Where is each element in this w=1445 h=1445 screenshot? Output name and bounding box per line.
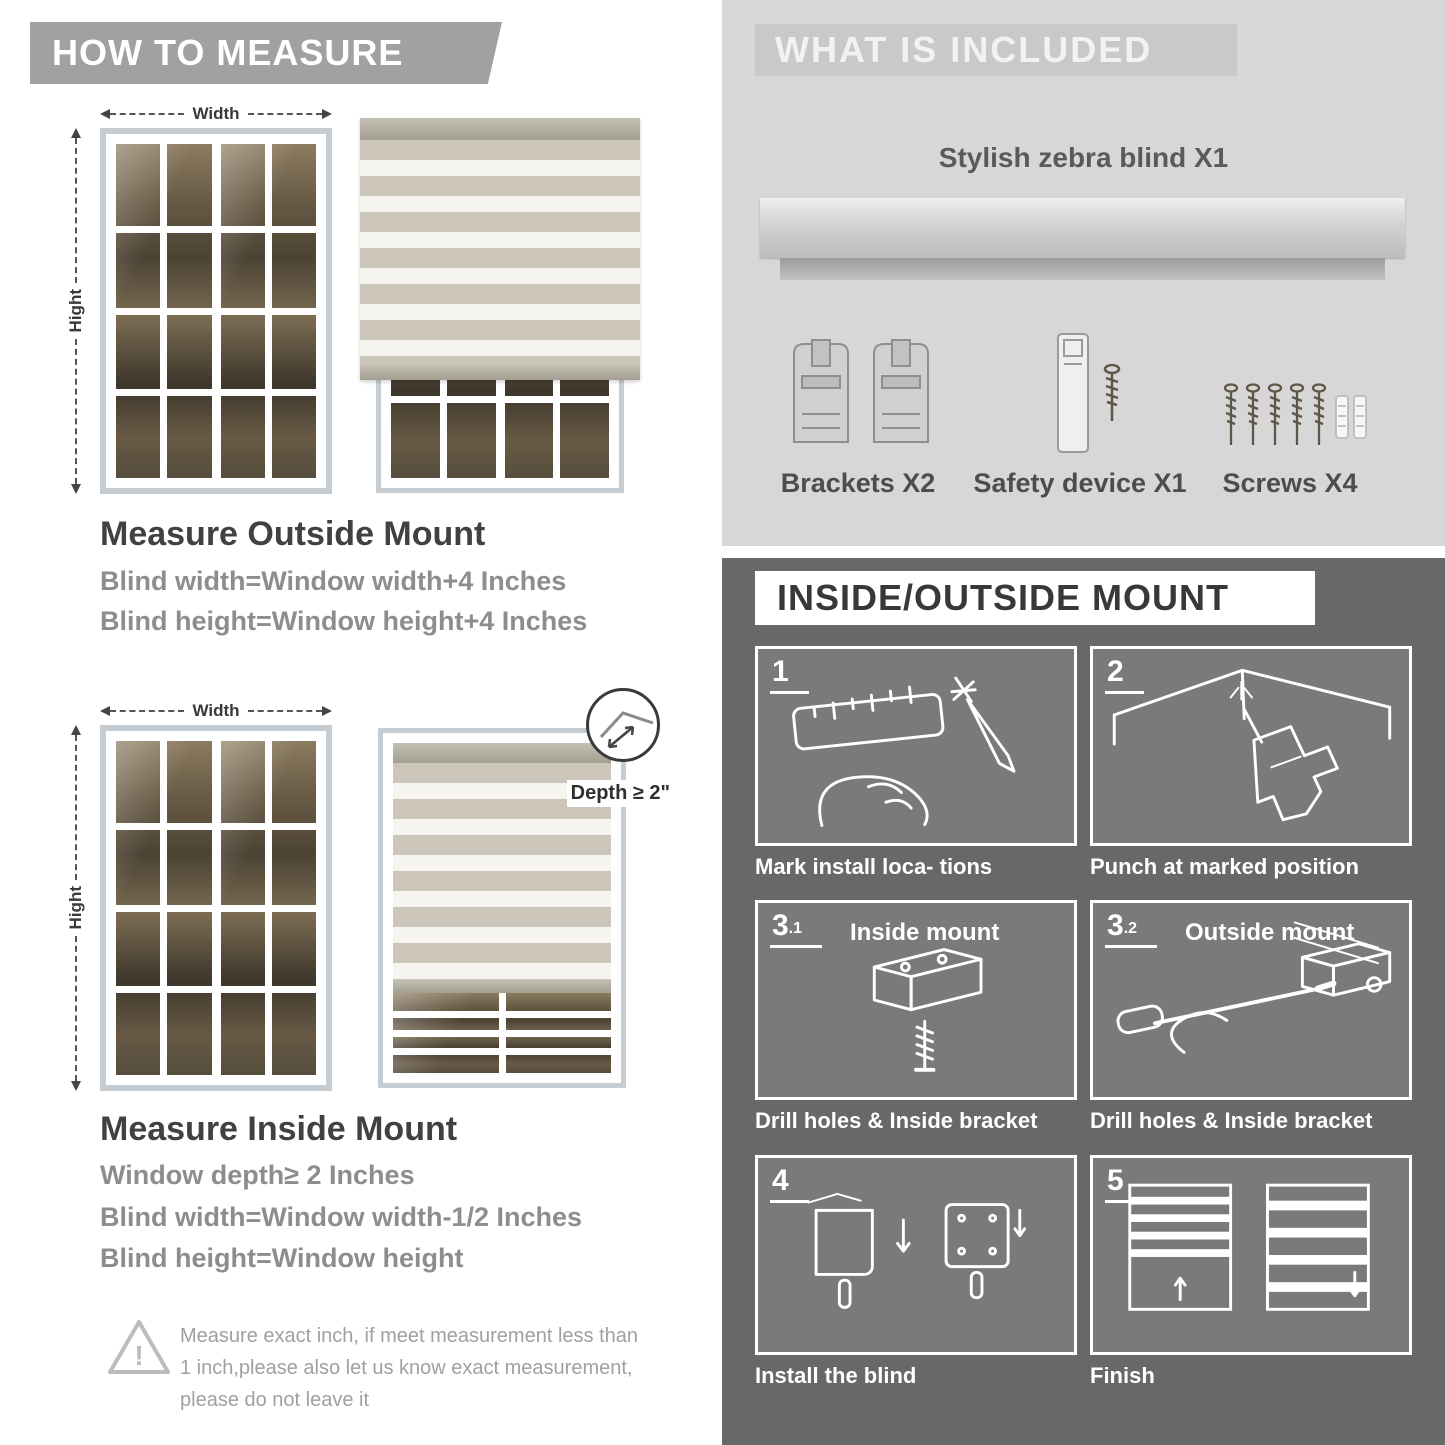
blind-headrail: [360, 118, 640, 140]
frame-corner-detail-icon: [599, 711, 654, 749]
window-figure-outside: [100, 128, 332, 494]
height-arrow: Hight: [66, 725, 86, 1091]
arrow-left-icon: [100, 109, 110, 119]
depth-label: Depth ≥ 2": [566, 780, 674, 807]
inside-bracket-illustration: [872, 948, 983, 1072]
width-arrow: Width: [100, 701, 332, 721]
screws-icon: [1223, 383, 1367, 445]
width-arrow: Width: [100, 104, 332, 124]
step-panel-3-2: 3.2 Outside mount: [1090, 900, 1412, 1100]
outside-mount-title: Measure Outside Mount: [100, 515, 486, 553]
window-sash: [393, 993, 611, 1073]
arrow-up-icon: [71, 725, 81, 735]
mark-locations-illustration: [792, 676, 1016, 827]
window-figure-inside: [100, 725, 332, 1091]
arrow-down-icon: [71, 484, 81, 494]
step-number: 1: [770, 655, 809, 694]
step-caption: Mark install loca- tions: [755, 854, 993, 879]
step-caption: Punch at marked position: [1090, 854, 1359, 879]
inside-rule-height: Blind height=Window height: [100, 1243, 464, 1273]
safety-device-icon: [1057, 333, 1121, 453]
outside-mount-blind-figure: [360, 118, 640, 493]
blind-headrail: [393, 743, 611, 763]
brackets-label: Brackets X2: [780, 468, 936, 498]
width-label: Width: [192, 701, 240, 720]
height-arrow: Hight: [66, 128, 86, 494]
arrow-left-icon: [100, 706, 110, 716]
step-panel-4: 4: [755, 1155, 1077, 1355]
step-panel-3-1: 3.1 Inside mount: [755, 900, 1077, 1100]
arrow-up-icon: [71, 128, 81, 138]
inside-mount-title: Measure Inside Mount: [100, 1110, 458, 1148]
window-sash: [220, 144, 316, 478]
mount-instructions-section: INSIDE/OUTSIDE MOUNT 1 Mark install loca…: [722, 558, 1445, 1445]
outside-rule-height: Blind height=Window height+4 Inches: [100, 606, 588, 636]
product-label: Stylish zebra blind X1: [938, 142, 1229, 173]
step-number: 3.2: [1105, 909, 1158, 948]
window-sash: [116, 741, 212, 1075]
blind-bottomrail: [393, 980, 611, 993]
safety-device-label: Safety device X1: [973, 468, 1187, 498]
blind-headrail-lip: [780, 258, 1385, 280]
what-is-included-section: WHAT IS INCLUDED Stylish zebra blind X1: [722, 0, 1445, 546]
step-number: 5: [1105, 1164, 1144, 1203]
step-caption: Drill holes & Inside bracket: [1090, 1108, 1373, 1133]
inside-rule-width: Blind width=Window width-1/2 Inches: [100, 1202, 583, 1232]
zebra-stripes: [360, 140, 640, 365]
step-caption: Install the blind: [755, 1363, 917, 1388]
what-is-included-banner: WHAT IS INCLUDED: [755, 24, 1237, 76]
step-number: 3.1: [770, 909, 823, 948]
drill-illustration: [1112, 668, 1392, 822]
step-panel-1: 1: [755, 646, 1077, 846]
arrow-right-icon: [322, 706, 332, 716]
step-number: 2: [1105, 655, 1144, 694]
finish-illustration: [1128, 1183, 1370, 1311]
measurement-note: Measure exact inch, if meet measurement …: [180, 1325, 638, 1411]
window-sash: [116, 144, 212, 478]
height-label: Hight: [66, 886, 85, 930]
blind-bottomrail: [360, 365, 640, 380]
width-label: Width: [192, 104, 240, 123]
warning-mark: !: [134, 1340, 143, 1371]
zebra-blind: [360, 118, 640, 380]
height-label: Hight: [66, 289, 85, 333]
step-panel-5: 5: [1090, 1155, 1412, 1355]
step-panel-2: 2: [1090, 646, 1412, 846]
brackets-icon: [793, 339, 929, 443]
inside-outside-mount-banner: INSIDE/OUTSIDE MOUNT: [755, 571, 1315, 625]
step-number: 4: [770, 1164, 809, 1203]
how-to-measure-banner: HOW TO MEASURE: [30, 22, 502, 84]
outside-bracket-illustration: [1116, 921, 1392, 1054]
arrow-down-icon: [71, 1081, 81, 1091]
step-caption: Finish: [1090, 1363, 1155, 1388]
warning-triangle-icon: !: [108, 1320, 170, 1374]
depth-detail-circle: [586, 688, 660, 762]
outside-rule-width: Blind width=Window width+4 Inches: [100, 566, 567, 596]
inside-mount-blind-figure: Depth ≥ 2": [378, 688, 674, 1088]
inside-rule-depth: Window depth≥ 2 Inches: [100, 1160, 415, 1190]
step-label: Inside mount: [850, 919, 1000, 946]
arrow-right-icon: [322, 109, 332, 119]
install-blind-illustration: [807, 1192, 1027, 1309]
step-caption: Drill holes & Inside bracket: [755, 1108, 1038, 1133]
blind-headrail-graphic: [760, 198, 1405, 258]
screws-label: Screws X4: [1222, 468, 1358, 498]
window-sash: [220, 741, 316, 1075]
step-label: Outside mount: [1185, 919, 1355, 946]
